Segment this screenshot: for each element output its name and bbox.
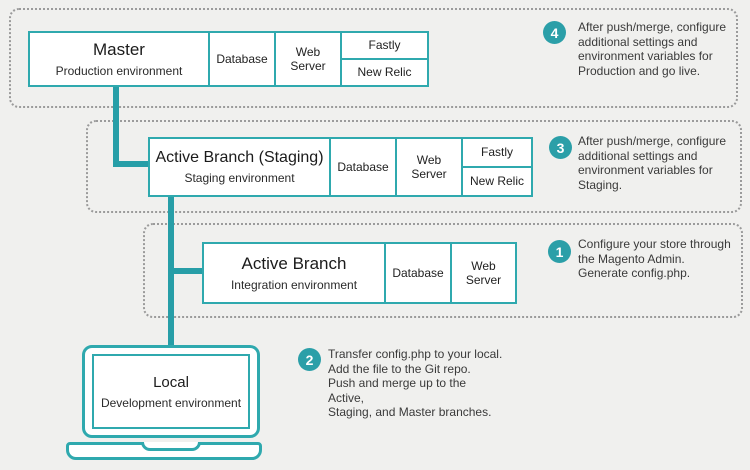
connector-to-integration	[168, 268, 204, 274]
staging-zone	[86, 120, 742, 213]
production-web-server-cell: Web Server	[274, 33, 340, 85]
production-database-cell: Database	[208, 33, 274, 85]
staging-database-cell: Database	[329, 139, 395, 195]
staging-new-relic-cell: New Relic	[463, 166, 531, 195]
staging-subtitle: Staging environment	[184, 171, 295, 185]
step-2-badge: 2	[298, 348, 321, 371]
production-fastly-cell: Fastly	[368, 38, 401, 53]
step-4-badge: 4	[543, 21, 566, 44]
integration-web-server-cell: Web Server	[450, 244, 515, 302]
step-1-text: Configure your store through the Magento…	[578, 237, 731, 280]
step-4-text: After push/merge, configure additional s…	[578, 20, 727, 78]
connector-master-vertical	[113, 85, 119, 167]
integration-title-cell: Active Branch Integration environment	[204, 244, 384, 302]
laptop-screen-area: Local Development environment	[92, 354, 250, 429]
master-title-cell: Master Production environment	[30, 33, 208, 85]
integration-subtitle: Integration environment	[230, 278, 358, 292]
connector-master-to-staging	[113, 161, 150, 167]
step-2-text: Transfer config.php to your local. Add t…	[328, 347, 503, 419]
laptop-keyboard-base	[66, 442, 262, 460]
staging-services-stack: Fastly New Relic	[461, 139, 531, 195]
laptop-icon: Local Development environment	[82, 345, 260, 438]
integration-title: Active Branch	[241, 254, 347, 273]
production-services-stack: Fastly New Relic	[340, 33, 427, 85]
staging-web-server-cell: Web Server	[395, 139, 461, 195]
local-subtitle: Development environment	[100, 395, 242, 410]
local-title: Local	[153, 373, 189, 391]
step-1-badge: 1	[548, 240, 571, 263]
laptop-notch	[141, 442, 201, 451]
step-3-text: After push/merge, configure additional s…	[578, 134, 727, 192]
staging-title-cell: Active Branch (Staging) Staging environm…	[150, 139, 329, 195]
integration-zone	[143, 223, 743, 318]
production-new-relic-cell: New Relic	[342, 58, 427, 85]
master-subtitle: Production environment	[55, 64, 183, 78]
integration-database-cell: Database	[384, 244, 450, 302]
production-environment-box: Master Production environment Database W…	[28, 31, 429, 87]
staging-environment-box: Active Branch (Staging) Staging environm…	[148, 137, 533, 197]
integration-environment-box: Active Branch Integration environment Da…	[202, 242, 517, 304]
staging-fastly-cell: Fastly	[480, 145, 513, 160]
staging-title: Active Branch (Staging)	[155, 149, 324, 166]
step-3-badge: 3	[549, 136, 572, 159]
master-title: Master	[93, 40, 145, 59]
production-zone	[9, 8, 738, 108]
